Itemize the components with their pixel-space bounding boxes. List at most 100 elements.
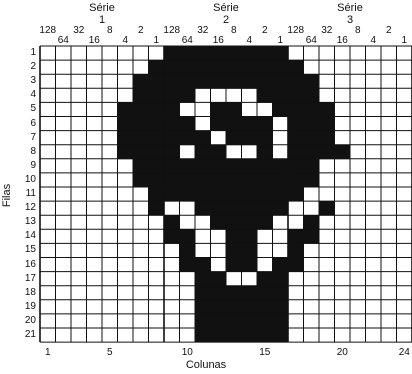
column-number-label: 5 [107,348,113,358]
filled-cell [288,117,304,132]
filled-cell [211,328,227,343]
filled-cell [211,300,227,315]
filled-cell [242,328,258,343]
bit-weight-label: 16 [89,36,100,46]
filled-cell [257,131,273,146]
filled-cell [180,258,196,273]
filled-cell [133,117,149,132]
filled-cell [257,187,273,202]
row-number-label: 2 [6,62,36,72]
filled-cell [257,215,273,230]
filled-cell [195,201,211,216]
bit-weight-label: 2 [386,26,392,36]
row-number-label: 19 [6,302,36,312]
filled-cell [133,131,149,146]
filled-cell [257,46,273,61]
filled-cell [288,145,304,160]
filled-cell [133,145,149,160]
row-number-label: 15 [6,245,36,255]
filled-cell [257,173,273,188]
filled-cell [164,145,180,160]
filled-cell [273,286,289,301]
filled-cell [273,88,289,103]
filled-cell [195,46,211,61]
filled-cell [164,74,180,89]
filled-cell [319,201,335,216]
filled-cell [304,88,320,103]
serie-number: 1 [99,15,105,26]
column-number-label: 10 [182,348,193,358]
filled-cell [242,74,258,89]
filled-cell [226,243,242,258]
filled-cell [273,187,289,202]
filled-cell [273,272,289,287]
serie-number: 2 [223,15,229,26]
row-number-label: 5 [6,104,36,114]
filled-cell [211,187,227,202]
filled-cell [304,117,320,132]
filled-cell [149,88,165,103]
filled-cell [149,60,165,75]
serie-number: 3 [347,15,353,26]
filled-cell [319,145,335,160]
filled-cell [304,229,320,244]
filled-cell [273,173,289,188]
filled-cell [164,117,180,132]
filled-cell [195,74,211,89]
filled-cell [242,215,258,230]
filled-cell [226,314,242,329]
filled-cell [149,74,165,89]
filled-cell [164,102,180,117]
filled-cell [180,229,196,244]
filled-cell [273,258,289,273]
filled-cell [149,187,165,202]
filled-cell [257,300,273,315]
filled-cell [257,272,273,287]
bit-weight-label: 64 [306,36,317,46]
bit-weight-label: 8 [231,26,237,36]
filled-cell [149,173,165,188]
filled-cell [226,46,242,61]
filled-cell [211,314,227,329]
bit-weight-label: 128 [39,26,56,36]
filled-cell [257,286,273,301]
bit-weight-label: 16 [213,36,224,46]
filled-cell [242,46,258,61]
filled-cell [242,117,258,132]
filled-cell [195,286,211,301]
filled-cell [133,102,149,117]
filled-cell [288,159,304,174]
filled-cell [257,328,273,343]
filled-cell [273,74,289,89]
column-number-label: 1 [45,348,51,358]
serie-title: Série [213,3,239,14]
filled-cell [211,145,227,160]
filled-cell [288,74,304,89]
filled-cell [242,243,258,258]
row-number-label: 16 [6,260,36,270]
filled-cell [273,102,289,117]
filled-cell [304,102,320,117]
filled-cell [149,145,165,160]
filled-cell [273,314,289,329]
column-number-label: 24 [399,348,410,358]
serie-title: Série [89,3,115,14]
filled-cell [226,74,242,89]
filled-cell [195,272,211,287]
filled-cell [257,159,273,174]
serie-title: Série [337,3,363,14]
filled-cell [211,60,227,75]
filled-cell [149,201,165,216]
filled-cell [226,215,242,230]
filled-cell [273,46,289,61]
filled-cell [288,187,304,202]
row-number-label: 1 [6,48,36,58]
filled-cell [180,173,196,188]
filled-cell [149,159,165,174]
bit-weight-label: 4 [246,36,252,46]
filled-cell [195,173,211,188]
bit-weight-label: 1 [153,36,159,46]
filled-cell [288,258,304,273]
filled-cell [226,201,242,216]
